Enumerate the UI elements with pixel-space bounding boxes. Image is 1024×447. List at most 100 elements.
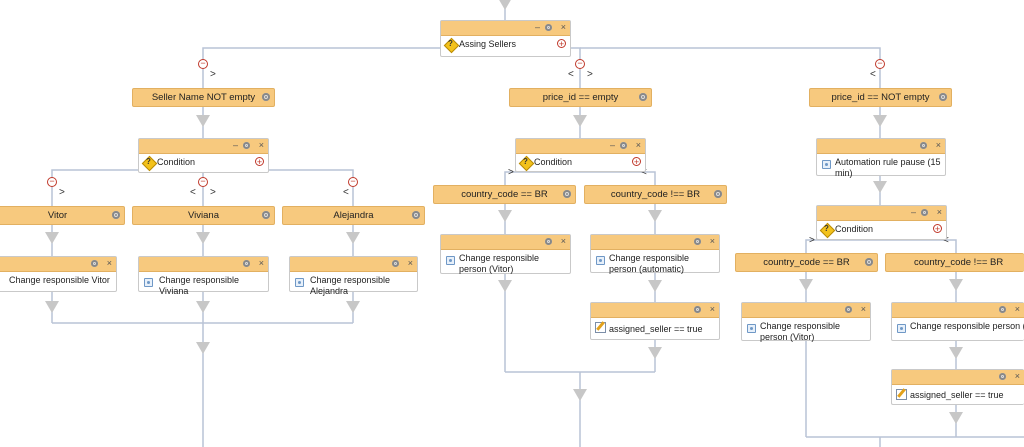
gear-icon[interactable] xyxy=(91,260,98,267)
collapse-branch-button[interactable]: − xyxy=(47,177,57,187)
minimize-button[interactable]: – xyxy=(534,22,540,32)
add-branch-button[interactable]: + xyxy=(557,39,566,49)
filter-viviana[interactable]: Viviana xyxy=(132,206,275,225)
collapse-branch-button[interactable]: − xyxy=(198,177,208,187)
chevron-right-icon[interactable]: > xyxy=(809,235,815,246)
add-branch-button[interactable]: + xyxy=(255,157,264,167)
gear-icon[interactable] xyxy=(392,260,399,267)
close-button[interactable]: × xyxy=(709,236,715,246)
gear-icon[interactable] xyxy=(620,142,627,149)
action-automation-pause[interactable]: × Automation rule pause (15 min) xyxy=(816,138,946,178)
flow-arrow-icon xyxy=(196,301,210,313)
gear-icon[interactable] xyxy=(999,306,1006,313)
close-button[interactable]: × xyxy=(935,140,941,150)
action-change-person-automatic[interactable]: × Change responsible person (automatic) xyxy=(590,234,720,274)
gear-icon[interactable] xyxy=(694,306,701,313)
close-button[interactable]: × xyxy=(1014,304,1020,314)
chevron-right-icon[interactable]: > xyxy=(59,187,65,198)
gear-icon[interactable] xyxy=(845,306,852,313)
chevron-left-icon[interactable]: < xyxy=(568,69,574,80)
close-button[interactable]: × xyxy=(258,258,264,268)
filter-country-br-right[interactable]: country_code == BR xyxy=(735,253,878,272)
flow-arrow-icon xyxy=(949,279,963,291)
root-condition-node[interactable]: – × Assing Sellers + xyxy=(440,20,571,57)
gear-icon[interactable] xyxy=(639,93,647,101)
gear-icon[interactable] xyxy=(112,211,120,219)
filter-vitor[interactable]: Vitor xyxy=(0,206,125,225)
gear-icon[interactable] xyxy=(694,238,701,245)
action-change-responsible-alejandra[interactable]: × Change responsible Alejandra xyxy=(289,256,418,296)
collapse-branch-button[interactable]: − xyxy=(348,177,358,187)
right-condition-node[interactable]: – × Condition + xyxy=(816,205,947,240)
close-button[interactable]: × xyxy=(106,258,112,268)
gear-icon[interactable] xyxy=(412,211,420,219)
chevron-right-icon[interactable]: > xyxy=(210,69,216,80)
root-label: Assing Sellers xyxy=(459,39,517,49)
close-button[interactable]: × xyxy=(560,236,566,246)
filter-alejandra[interactable]: Alejandra xyxy=(282,206,425,225)
gear-icon[interactable] xyxy=(939,93,947,101)
minimize-button[interactable]: – xyxy=(609,140,615,150)
gear-icon[interactable] xyxy=(243,260,250,267)
action-assigned-seller-right[interactable]: × assigned_seller == true xyxy=(891,369,1024,405)
flow-arrow-icon xyxy=(498,210,512,222)
gear-icon[interactable] xyxy=(545,24,552,31)
gear-icon[interactable] xyxy=(243,142,250,149)
gear-icon[interactable] xyxy=(714,190,722,198)
gear-icon[interactable] xyxy=(865,258,873,266)
add-branch-button[interactable]: + xyxy=(632,157,641,167)
chevron-right-icon[interactable]: > xyxy=(210,187,216,198)
action-label: Change responsible person (Vitor) xyxy=(760,321,841,342)
middle-condition-node[interactable]: – × Condition + xyxy=(515,138,646,172)
gear-icon[interactable] xyxy=(921,209,928,216)
filter-country-not-br-right[interactable]: country_code !== BR xyxy=(885,253,1024,272)
action-change-responsible-vitor[interactable]: × Change responsible Vitor xyxy=(0,256,117,292)
action-change-person-automatic-right[interactable]: × Change responsible person (automatic) xyxy=(891,302,1024,341)
gear-icon[interactable] xyxy=(920,142,927,149)
close-button[interactable]: × xyxy=(709,304,715,314)
filter-label: price_id == empty xyxy=(542,92,619,103)
minimize-button[interactable]: – xyxy=(232,140,238,150)
condition-diamond-icon xyxy=(520,157,532,169)
action-icon xyxy=(596,256,605,265)
filter-seller-name[interactable]: Seller Name NOT empty xyxy=(132,88,275,107)
chevron-right-icon[interactable]: > xyxy=(587,69,593,80)
chevron-left-icon[interactable]: < xyxy=(870,69,876,80)
chevron-left-icon[interactable]: < xyxy=(190,187,196,198)
node-header xyxy=(742,303,870,318)
collapse-branch-button[interactable]: − xyxy=(198,59,208,69)
collapse-branch-button[interactable]: − xyxy=(575,59,585,69)
minimize-button[interactable]: – xyxy=(910,207,916,217)
action-change-person-vitor[interactable]: × Change responsible person (Vitor) xyxy=(440,234,571,274)
close-button[interactable]: × xyxy=(407,258,413,268)
gear-icon[interactable] xyxy=(563,190,571,198)
gear-icon[interactable] xyxy=(545,238,552,245)
filter-label: price_id == NOT empty xyxy=(831,92,930,103)
close-button[interactable]: × xyxy=(1014,371,1020,381)
filter-label: Viviana xyxy=(188,210,219,221)
filter-price-not-empty[interactable]: price_id == NOT empty xyxy=(809,88,952,107)
close-button[interactable]: × xyxy=(258,140,264,150)
action-change-person-vitor-right[interactable]: × Change responsible person (Vitor) xyxy=(741,302,871,342)
close-button[interactable]: × xyxy=(860,304,866,314)
filter-country-br[interactable]: country_code == BR xyxy=(433,185,576,204)
add-branch-button[interactable]: + xyxy=(933,224,942,234)
chevron-left-icon[interactable]: < xyxy=(943,235,949,246)
action-change-responsible-viviana[interactable]: × Change responsible Viviana xyxy=(138,256,269,296)
close-button[interactable]: × xyxy=(560,22,566,32)
filter-country-not-br[interactable]: country_code !== BR xyxy=(584,185,727,204)
chevron-left-icon[interactable]: < xyxy=(343,187,349,198)
chevron-right-icon[interactable]: > xyxy=(508,167,514,178)
chevron-left-icon[interactable]: < xyxy=(641,167,647,178)
flow-arrow-icon xyxy=(45,301,59,313)
left-condition-node[interactable]: – × Condition + xyxy=(138,138,269,173)
gear-icon[interactable] xyxy=(999,373,1006,380)
close-button[interactable]: × xyxy=(936,207,942,217)
gear-icon[interactable] xyxy=(262,211,270,219)
gear-icon[interactable] xyxy=(262,93,270,101)
close-button[interactable]: × xyxy=(635,140,641,150)
collapse-branch-button[interactable]: − xyxy=(875,59,885,69)
filter-price-empty[interactable]: price_id == empty xyxy=(509,88,652,107)
action-assigned-seller[interactable]: × assigned_seller == true xyxy=(590,302,720,340)
